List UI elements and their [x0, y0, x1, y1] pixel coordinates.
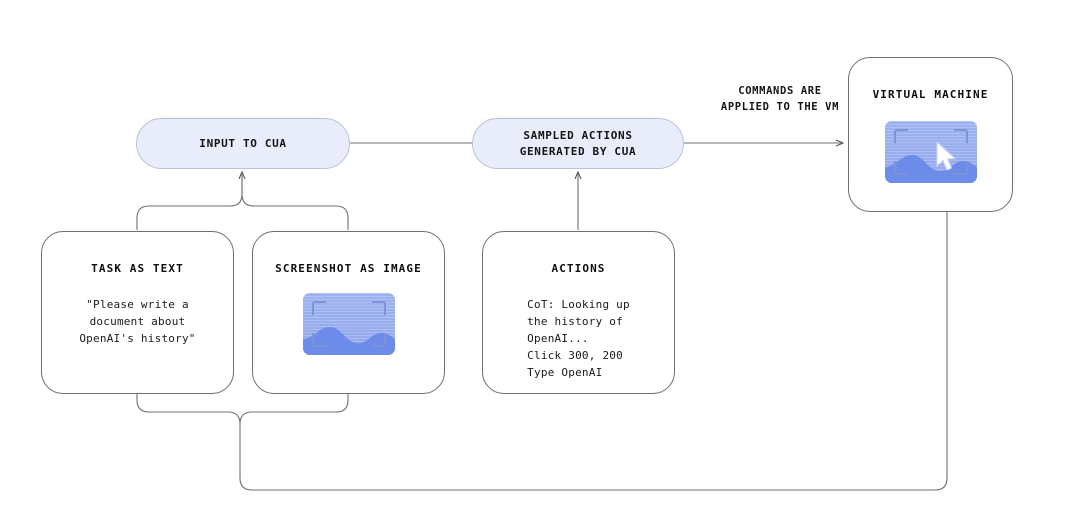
- vm-thumb-bracket-top-right: [953, 129, 968, 143]
- wire-screenshot-merge-up: [241, 172, 349, 230]
- edge-label-commands-applied: COMMANDS ARE APPLIED TO THE VM: [720, 85, 840, 113]
- wire-task-feedback-branch: [136, 394, 241, 425]
- node-sampled-actions[interactable]: SAMPLED ACTIONS GENERATED BY CUA: [472, 118, 684, 169]
- node-input-to-cua-label: INPUT TO CUA: [199, 136, 287, 150]
- screenshot-thumb-bracket-bottom-left: [311, 333, 326, 347]
- vm-thumb-bracket-top-left: [893, 129, 908, 143]
- screenshot-as-image-title: SCREENSHOT AS IMAGE: [275, 262, 422, 275]
- actions-body: CoT: Looking up the history of OpenAI...…: [527, 298, 630, 380]
- screenshot-thumb-bracket-top-left: [311, 301, 326, 315]
- vm-thumb-bracket-bottom-right: [953, 161, 968, 175]
- screenshot-thumb-wave-shape: [302, 327, 395, 355]
- node-input-to-cua[interactable]: INPUT TO CUA: [136, 118, 350, 169]
- node-virtual-machine[interactable]: VIRTUAL MACHINE: [848, 57, 1013, 212]
- vm-screenshot-thumb: [884, 121, 977, 183]
- actions-title: ACTIONS: [551, 262, 606, 275]
- node-actions[interactable]: ACTIONS CoT: Looking up the history of O…: [482, 231, 675, 394]
- screenshot-thumb: [302, 293, 395, 355]
- screenshot-thumb-bracket-top-right: [371, 301, 386, 315]
- screenshot-thumb-bracket-bottom-right: [371, 333, 386, 347]
- task-as-text-title: TASK AS TEXT: [91, 262, 184, 275]
- task-as-text-body: "Please write a document about OpenAI's …: [79, 298, 196, 346]
- node-task-as-text[interactable]: TASK AS TEXT "Please write a document ab…: [41, 231, 234, 394]
- vm-thumb-bracket-bottom-left: [893, 161, 908, 175]
- mouse-cursor-icon: [935, 141, 956, 171]
- virtual-machine-title: VIRTUAL MACHINE: [872, 88, 989, 101]
- node-sampled-actions-label: SAMPLED ACTIONS GENERATED BY CUA: [519, 128, 637, 158]
- vm-thumb-wave-shape: [884, 155, 977, 183]
- node-screenshot-as-image[interactable]: SCREENSHOT AS IMAGE: [252, 231, 445, 394]
- wire-task-merge-up: [136, 171, 246, 230]
